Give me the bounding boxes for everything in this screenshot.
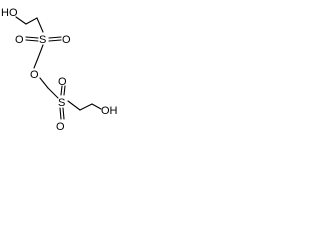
atom-s-top: S bbox=[39, 34, 46, 46]
bond-s-bottom-c5 bbox=[67, 100, 81, 111]
bond-s-bottom-o-right-b bbox=[63, 85, 66, 96]
bond-s-top-o-right-a bbox=[48, 36, 62, 39]
bond-c3-o-ether bbox=[33, 57, 39, 69]
bond-s-top-o-left-a bbox=[25, 36, 39, 39]
bond-c6-oh bbox=[91, 103, 102, 110]
atom-ho-top: HO bbox=[1, 7, 18, 19]
bond-s-bottom-o-left-a bbox=[59, 107, 62, 120]
bond-s-bottom-o-right-a bbox=[60, 85, 63, 96]
bond-c4-s-bottom bbox=[47, 87, 59, 99]
atom-o-top-left: O bbox=[15, 34, 24, 46]
atom-o-ether: O bbox=[30, 69, 39, 81]
bond-c2-s-top bbox=[36, 17, 44, 33]
bond-s-top-c3 bbox=[37, 44, 44, 59]
bond-layer bbox=[15, 16, 102, 120]
bond-s-bottom-o-left-b bbox=[62, 107, 65, 120]
atom-s-bottom: S bbox=[58, 97, 65, 109]
bond-s-top-o-left-b bbox=[25, 39, 39, 42]
atom-oh-bottom: OH bbox=[101, 105, 118, 117]
atom-o-top-right: O bbox=[62, 34, 71, 46]
structure-diagram: HO S O O O S O O OH bbox=[0, 0, 122, 136]
bond-s-top-o-right-b bbox=[48, 39, 62, 42]
atom-label-layer: HO S O O O S O O OH bbox=[1, 7, 118, 133]
bond-c5-c6 bbox=[79, 103, 93, 111]
bond-c1-c2 bbox=[25, 17, 38, 25]
atom-o-bottom-right: O bbox=[58, 76, 67, 88]
molecule-drawing: HO S O O O S O O OH bbox=[1, 7, 118, 133]
bond-o-ether-c4 bbox=[39, 77, 49, 89]
atom-o-bottom-left: O bbox=[56, 121, 65, 133]
bond-ho-c1 bbox=[15, 16, 27, 25]
